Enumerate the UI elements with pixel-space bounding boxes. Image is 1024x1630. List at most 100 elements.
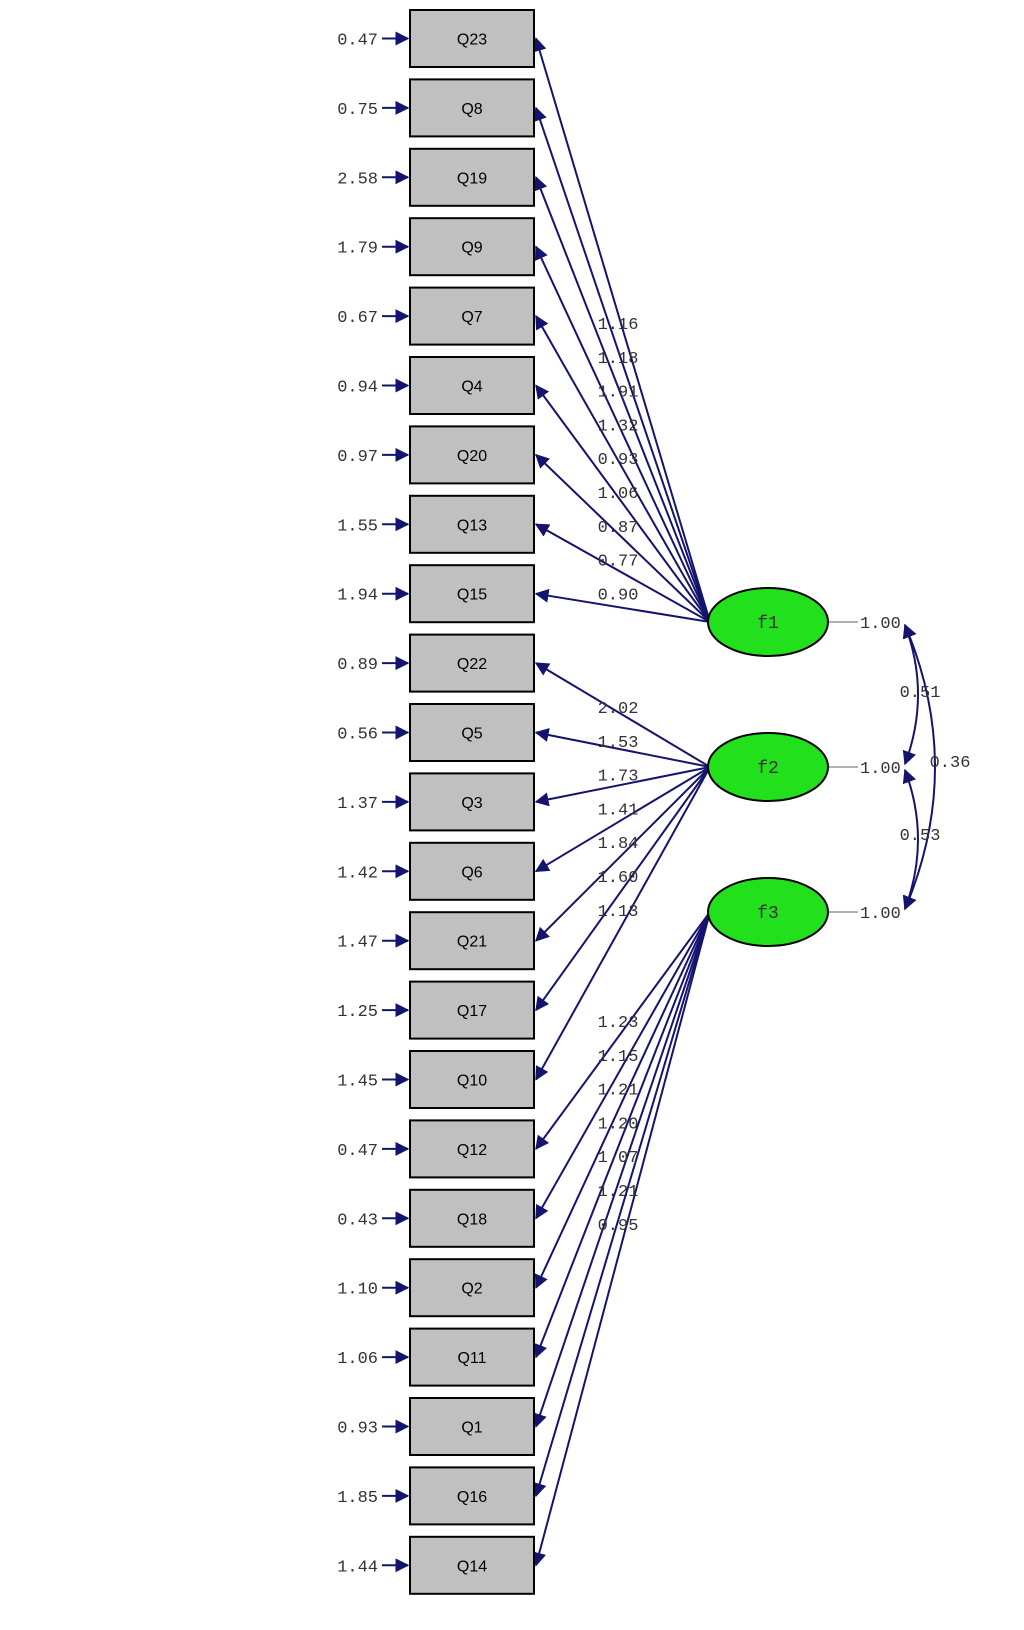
indicator-label: Q20 bbox=[457, 448, 487, 465]
loading-path-f2-q3 bbox=[534, 766, 711, 807]
loading-label: 2.02 bbox=[598, 700, 639, 719]
indicator-rect bbox=[409, 1050, 535, 1109]
error-variance-label: 1.79 bbox=[337, 240, 378, 259]
error-variance-label: 1.37 bbox=[337, 795, 378, 814]
indicator-box-q23: Q23 bbox=[409, 9, 535, 68]
indicator-box-q21: Q21 bbox=[409, 911, 535, 971]
indicator-box-q14: Q14 bbox=[409, 1535, 535, 1595]
covariance-label: 0.36 bbox=[930, 754, 971, 773]
loading-label: 1.23 bbox=[598, 1014, 639, 1033]
indicator-rect bbox=[409, 1466, 535, 1526]
indicator-label: Q9 bbox=[461, 240, 482, 257]
loading-label: 1.21 bbox=[598, 1183, 639, 1202]
indicator-rect bbox=[409, 703, 535, 762]
indicator-rect bbox=[409, 9, 535, 68]
covariance-arc bbox=[903, 623, 936, 911]
loading-label: 0.77 bbox=[598, 553, 639, 572]
indicator-label: Q4 bbox=[461, 379, 482, 396]
error-variance-label: 0.75 bbox=[337, 101, 378, 120]
error-variance-label: 0.94 bbox=[337, 379, 378, 398]
factor-f2: f2 bbox=[707, 732, 829, 802]
indicator-box-q7: Q7 bbox=[409, 286, 535, 346]
indicator-rect bbox=[409, 772, 535, 832]
indicator-rect bbox=[409, 1258, 535, 1318]
indicator-rect bbox=[409, 147, 535, 207]
indicator-box-q1: Q1 bbox=[409, 1397, 535, 1456]
indicator-rect bbox=[409, 1535, 535, 1595]
indicator-box-q12: Q12 bbox=[409, 1119, 535, 1179]
error-variance-label: 0.47 bbox=[337, 1142, 378, 1161]
indicator-box-q15: Q15 bbox=[409, 564, 535, 624]
indicator-rect bbox=[409, 78, 535, 138]
loading-path-f3-q16 bbox=[532, 911, 711, 1498]
indicator-box-q5: Q5 bbox=[409, 703, 535, 762]
indicator-label: Q2 bbox=[461, 1281, 482, 1298]
loading-label: 1.53 bbox=[598, 734, 639, 753]
error-variance-label: 1.45 bbox=[337, 1073, 378, 1092]
error-variance-label: 0.56 bbox=[337, 726, 378, 745]
indicator-label: Q23 bbox=[457, 32, 487, 49]
indicator-label: Q1 bbox=[461, 1420, 482, 1437]
factor-f3: f3 bbox=[707, 877, 829, 947]
indicator-label: Q12 bbox=[457, 1142, 487, 1159]
factor-variance-label: 1.00 bbox=[860, 615, 901, 634]
error-variance-label: 0.47 bbox=[337, 32, 378, 51]
loading-label: 1.60 bbox=[598, 869, 639, 888]
loading-path-f1-q19 bbox=[534, 175, 711, 623]
loading-path-f2-q6 bbox=[534, 766, 711, 873]
indicator-rect bbox=[409, 980, 535, 1040]
indicator-rect bbox=[409, 1327, 535, 1387]
loading-label: 1.41 bbox=[598, 801, 639, 820]
loading-path-f1-q13 bbox=[534, 523, 711, 623]
indicator-rect bbox=[409, 217, 535, 277]
loading-path-f1-q20 bbox=[534, 453, 711, 623]
loading-label: 1.06 bbox=[598, 485, 639, 504]
loading-path-f1-q8 bbox=[533, 106, 711, 623]
error-variance-label: 0.97 bbox=[337, 448, 378, 467]
loading-label: 0.95 bbox=[598, 1217, 639, 1236]
loading-path-f1-q15 bbox=[534, 588, 711, 623]
loading-label: 0.87 bbox=[598, 519, 639, 538]
loading-path-f1-q9 bbox=[534, 245, 711, 623]
loading-label: 0.93 bbox=[598, 451, 639, 470]
error-variance-label: 1.47 bbox=[337, 934, 378, 953]
indicator-box-q9: Q9 bbox=[409, 217, 535, 277]
loading-label: 1.20 bbox=[598, 1115, 639, 1134]
factor-label: f2 bbox=[757, 759, 779, 779]
indicator-rect bbox=[409, 356, 535, 415]
loading-label: 1.91 bbox=[598, 384, 639, 403]
indicator-box-q19: Q19 bbox=[409, 147, 535, 207]
loading-path-f3-q12 bbox=[535, 911, 711, 1151]
indicator-rect bbox=[409, 1397, 535, 1456]
error-variance-label: 0.67 bbox=[337, 309, 378, 328]
indicator-label: Q6 bbox=[461, 864, 482, 881]
indicator-rect bbox=[409, 633, 535, 693]
error-variance-label: 1.85 bbox=[337, 1489, 378, 1508]
error-variance-label: 1.10 bbox=[337, 1281, 378, 1300]
loading-path-f1-q4 bbox=[535, 384, 711, 623]
indicator-label: Q22 bbox=[457, 656, 487, 673]
indicator-box-q17: Q17 bbox=[409, 980, 535, 1040]
indicator-box-q4: Q4 bbox=[409, 356, 535, 415]
loading-label: 1.16 bbox=[598, 316, 639, 335]
indicator-rect bbox=[409, 425, 535, 485]
indicator-label: Q21 bbox=[457, 934, 487, 951]
indicator-box-q13: Q13 bbox=[409, 494, 535, 554]
loading-label: 1.73 bbox=[598, 768, 639, 787]
error-variance-label: 1.94 bbox=[337, 587, 378, 606]
indicator-box-q6: Q6 bbox=[409, 841, 535, 901]
loading-path-f1-q7 bbox=[535, 314, 711, 623]
factor-variance-label: 1.00 bbox=[860, 760, 901, 779]
error-variance-label: 1.42 bbox=[337, 864, 378, 883]
indicator-label: Q10 bbox=[457, 1073, 487, 1090]
loading-path-f2-q10 bbox=[535, 766, 711, 1081]
indicator-label: Q11 bbox=[457, 1350, 486, 1367]
indicator-box-q20: Q20 bbox=[409, 425, 535, 485]
indicator-rect bbox=[409, 1119, 535, 1179]
loading-path-f3-q1 bbox=[533, 911, 711, 1428]
factor-ellipse bbox=[707, 587, 829, 657]
loading-label: 1.21 bbox=[598, 1082, 639, 1101]
indicator-rect bbox=[409, 841, 535, 901]
indicator-label: Q3 bbox=[461, 795, 482, 812]
